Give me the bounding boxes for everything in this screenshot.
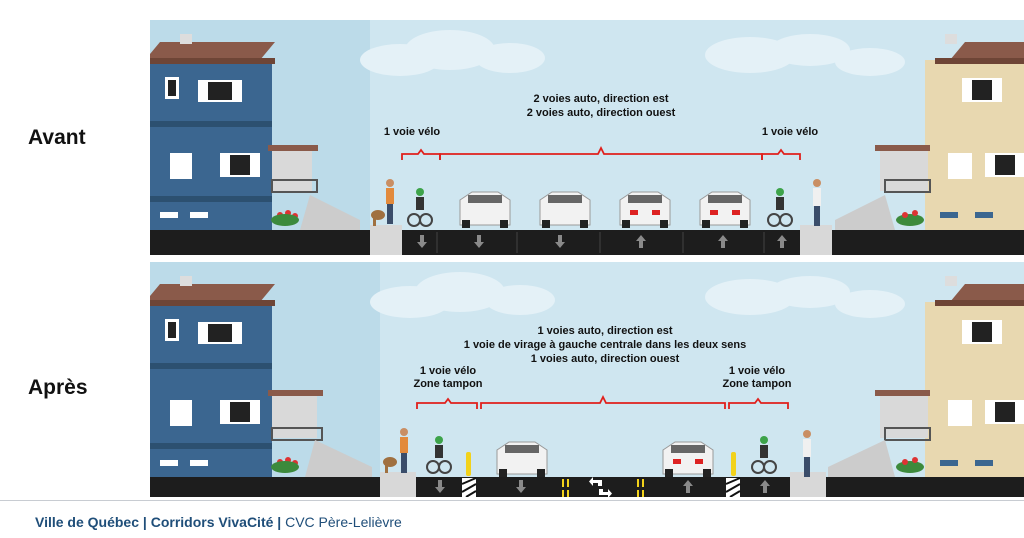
after-street-section: 1 voie vélo Zone tampon 1 voie vélo Zone… [150,262,1024,497]
bracket-lines [416,394,789,409]
cyclist-left [426,436,452,474]
car [619,191,671,228]
cyclist-right [751,436,777,474]
bracket-lines [401,145,801,160]
before-auto-label-2: 2 voies auto, direction ouest [527,107,676,119]
after-center-label-3: 1 voies auto, direction ouest [531,353,680,365]
footer-separator: | [139,514,151,530]
lane-arrows [435,480,770,493]
footer-separator: | [273,514,286,530]
cyclist-left [407,188,433,227]
after-left-buffer-label: Zone tampon [413,378,482,390]
car [662,441,714,477]
right-house [835,34,1024,230]
before-street-section: 1 voie vélo 1 voie vélo 2 voies auto, di… [150,20,1024,255]
car [699,191,751,228]
lane-arrows [417,235,787,248]
footer-project: CVC Père-Lelièvre [285,514,402,530]
pedestrian-right [803,430,811,477]
after-label: Après [28,376,88,399]
footer-org: Ville de Québec [35,514,140,530]
pedestrian-with-dog [383,428,408,473]
footer-divider [0,500,1024,501]
right-house [828,276,1024,477]
after-right-buffer-label: Zone tampon [722,378,791,390]
buffer-zone-left [461,452,477,497]
left-house [150,34,360,230]
center-turn-lane [562,477,644,497]
car [496,441,548,477]
footer: Ville de Québec | Corridors VivaCité | C… [35,514,402,530]
before-auto-label-1: 2 voies auto, direction est [533,93,668,105]
before-label: Avant [28,126,86,149]
pedestrian-with-dog [371,179,394,226]
after-center-label-1: 1 voies auto, direction est [537,325,672,337]
buffer-zone-right [725,452,741,497]
footer-program: Corridors VivaCité [150,514,274,530]
after-left-bike-label: 1 voie vélo [420,365,477,377]
car [539,191,591,228]
pedestrian-right [813,179,821,226]
cyclist-right [767,188,793,227]
after-right-bike-label: 1 voie vélo [729,365,786,377]
left-house [150,276,372,477]
before-right-bike-label: 1 voie vélo [762,126,819,138]
before-left-bike-label: 1 voie vélo [384,126,441,138]
car [459,191,511,228]
after-center-label-2: 1 voie de virage à gauche centrale dans … [464,339,746,351]
